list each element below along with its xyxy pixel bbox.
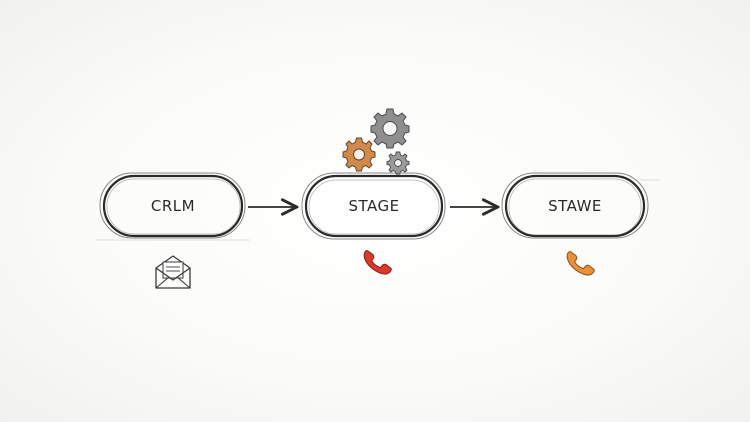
node-label-stawe: STAWE xyxy=(548,197,602,215)
node-label-stage: STAGE xyxy=(348,197,399,215)
node-label-crlm: CRLM xyxy=(151,197,195,215)
gear-icon xyxy=(370,108,410,149)
gear-icon xyxy=(386,151,410,175)
node-stage: STAGE xyxy=(301,172,446,240)
node-stawe: STAWE xyxy=(501,172,660,239)
node-crlm: CRLM xyxy=(96,172,250,241)
gear-icon xyxy=(342,137,376,172)
envelope-icon xyxy=(155,255,191,289)
phone-icon xyxy=(566,251,595,276)
phone-icon xyxy=(363,250,392,275)
